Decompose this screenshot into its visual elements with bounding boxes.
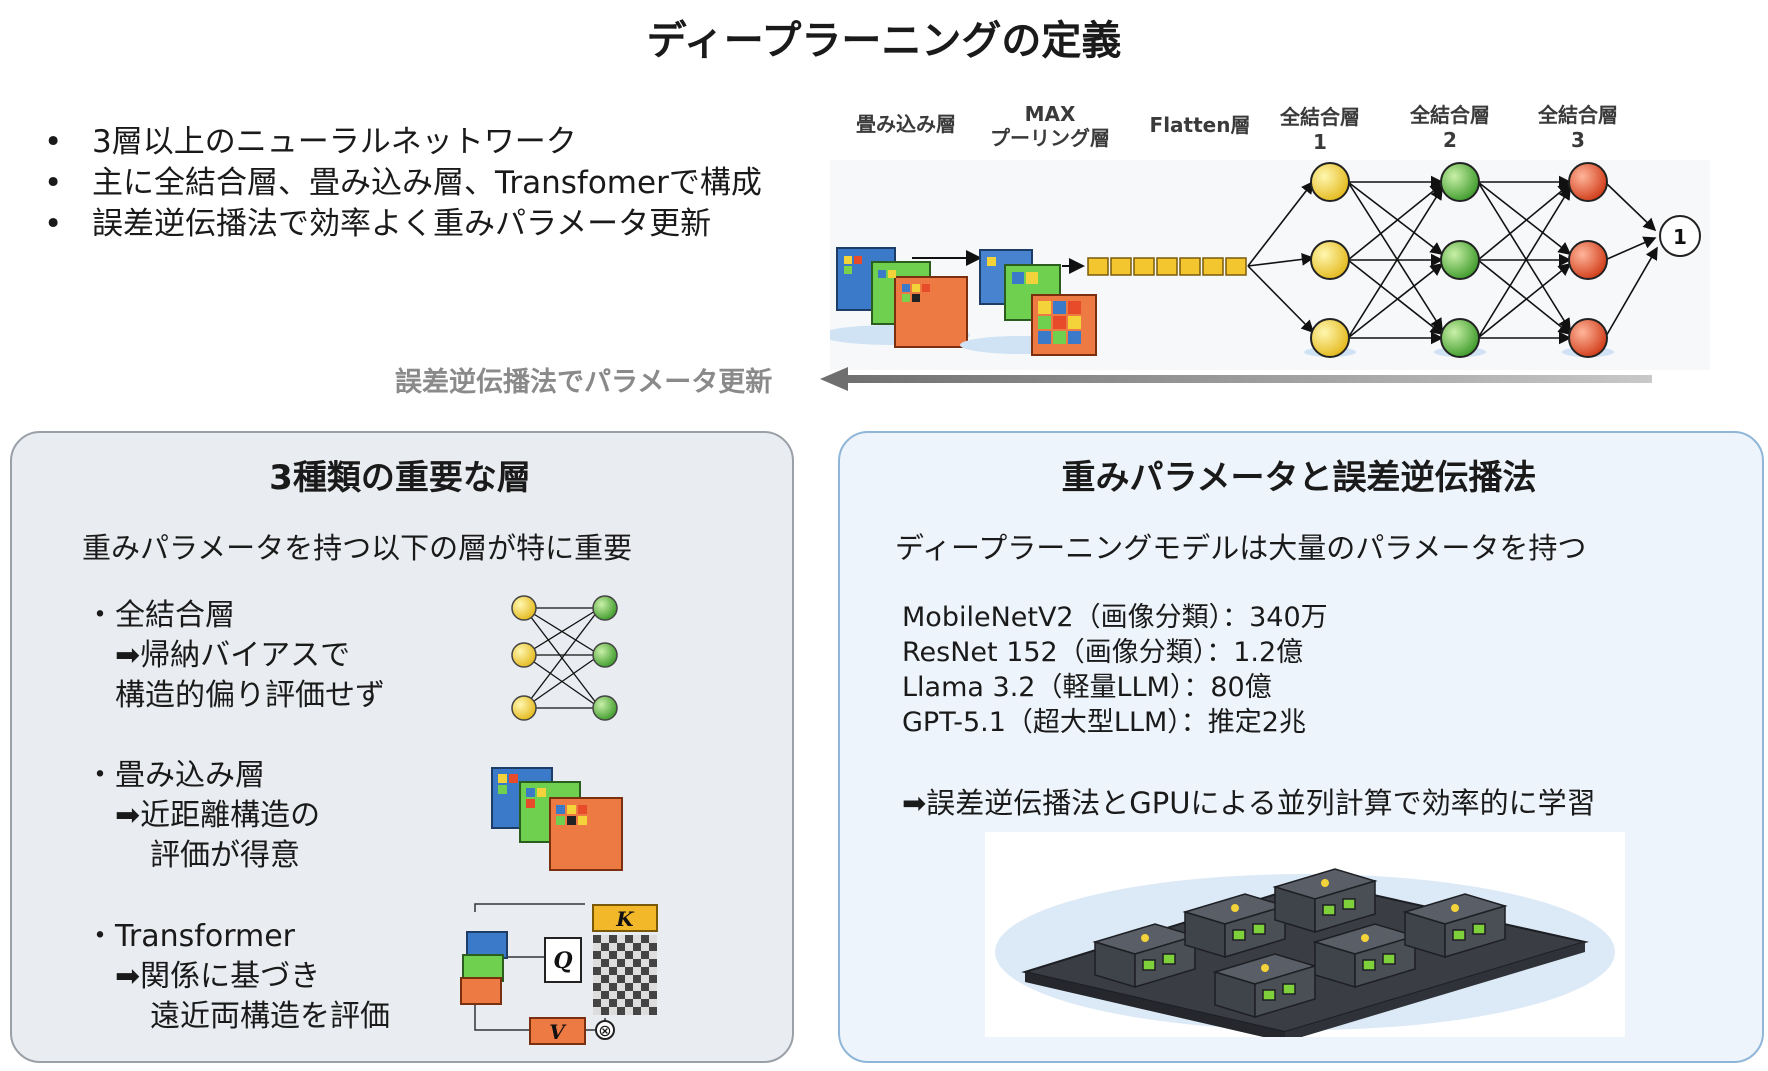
fc2-label-line1: 全結合層 <box>1410 103 1490 127</box>
fc-layer-title: ・全結合層 <box>85 598 235 633</box>
backprop-arrow <box>820 367 1652 391</box>
bullet-item: 主に全結合層、畳み込み層、Transfomerで構成 <box>40 163 762 204</box>
page-title: ディープラーニングの定義 <box>646 18 1122 64</box>
key-label: K <box>615 907 635 931</box>
right-panel-title: 重みパラメータと誤差逆伝播法 <box>1061 458 1537 498</box>
model-row: Llama 3.2（軽量LLM）：80億 <box>902 672 1272 703</box>
model-row: ResNet 152（画像分類）：1.2億 <box>902 637 1304 668</box>
gpu-cluster-illustration <box>985 832 1625 1037</box>
multiply-icon: ⊗ <box>598 1021 611 1040</box>
output-node-label: 1 <box>1673 225 1687 249</box>
conv-layer-desc-2: 評価が得意 <box>150 838 300 873</box>
bullet-item: 誤差逆伝播法で効率よく重みパラメータ更新 <box>40 204 762 245</box>
fc1-label-line1: 全結合層 <box>1280 105 1360 129</box>
flatten-label: Flatten層 <box>1149 113 1251 137</box>
definition-bullets: 3層以上のニューラルネットワーク 主に全結合層、畳み込み層、Transfomer… <box>40 122 762 245</box>
conv-layer-title: ・畳み込み層 <box>85 758 265 793</box>
left-panel-subtitle: 重みパラメータを持つ以下の層が特に重要 <box>82 531 633 565</box>
flatten-vector <box>1087 257 1247 276</box>
conv-layer-label: 畳み込み層 <box>856 112 956 136</box>
value-label: V <box>549 1020 567 1044</box>
fc-layer-desc-2: 構造的偏り評価せず <box>115 678 385 713</box>
conv-layer-desc-1: ➡近距離構造の <box>115 798 321 833</box>
network-diagram: 1 <box>830 160 1710 370</box>
fc1-label-line2: 1 <box>1313 130 1327 154</box>
fc-mini-diagram <box>511 595 618 721</box>
transformer-desc-2: 遠近両構造を評価 <box>150 999 390 1034</box>
transformer-mini-diagram: K Q V ⊗ <box>460 903 658 1045</box>
maxpool-label-line2: プーリング層 <box>990 126 1110 150</box>
fc3-label-line1: 全結合層 <box>1538 103 1618 127</box>
backprop-label: 誤差逆伝播法でパラメータ更新 <box>395 367 773 398</box>
transformer-title: ・Transformer <box>85 919 296 954</box>
right-panel-conclusion: ➡誤差逆伝播法とGPUによる並列計算で効率的に学習 <box>902 786 1596 820</box>
fc-layer-desc-1: ➡帰納バイアスで <box>115 638 351 673</box>
left-panel-title: 3種類の重要な層 <box>269 458 531 498</box>
conv-mini-diagram <box>491 767 623 871</box>
transformer-desc-1: ➡関係に基づき <box>115 959 321 994</box>
bullet-item: 3層以上のニューラルネットワーク <box>40 122 762 163</box>
model-row: GPT-5.1（超大型LLM）：推定2兆 <box>902 707 1306 738</box>
model-row: MobileNetV2（画像分類）：340万 <box>902 602 1328 633</box>
fc3-label-line2: 3 <box>1571 128 1585 152</box>
fc2-label-line2: 2 <box>1443 128 1457 152</box>
maxpool-label-line1: MAX <box>1024 102 1076 126</box>
query-label: Q <box>553 948 572 974</box>
right-panel-subtitle: ディープラーニングモデルは大量のパラメータを持つ <box>895 531 1587 565</box>
important-layers-panel <box>10 431 794 1063</box>
